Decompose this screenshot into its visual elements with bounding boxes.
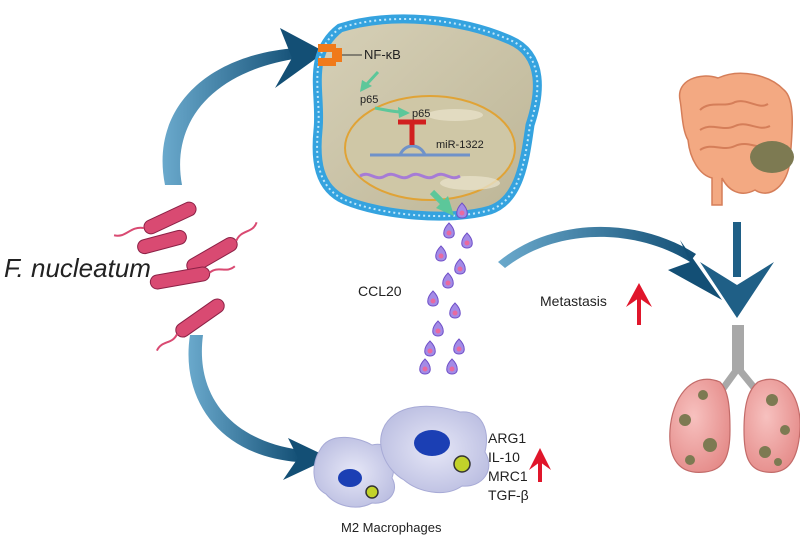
up-arrow-markers [529, 448, 551, 482]
inhibition-symbol [398, 119, 426, 145]
metastasis-label: Metastasis [540, 293, 607, 309]
p65-cytoplasm-label: p65 [360, 94, 378, 106]
secretion-arrow [429, 189, 454, 216]
marker-item: MRC1 [488, 468, 528, 484]
nfkb-label: NF-κB [364, 47, 401, 62]
mirna-label: miR-1322 [436, 139, 484, 151]
macrophage-icon [313, 405, 490, 508]
lung-icon [669, 325, 800, 473]
marker-item: TGF-β [488, 487, 529, 503]
up-arrow-metastasis [626, 283, 652, 325]
p65-nucleus-label: p65 [412, 108, 430, 120]
signal-arrow-p65-nucleus [374, 106, 410, 118]
curved-arrow-metastasis [498, 226, 722, 300]
bacteria-icon [113, 201, 258, 352]
curved-arrow-to-cell [162, 28, 325, 185]
bacterium-label: F. nucleatum [4, 253, 151, 283]
macrophages-label: M2 Macrophages [341, 520, 442, 535]
curved-arrow-to-macrophages [188, 335, 330, 480]
marker-item: IL-10 [488, 449, 520, 465]
tumor-cell: NF-κB p65 p65 miR-1322 [312, 14, 542, 221]
marker-item: ARG1 [488, 430, 526, 446]
ccl20-droplets [419, 202, 473, 375]
colon-icon [678, 72, 794, 206]
receptor-icon [318, 44, 342, 66]
signal-arrow-nfkb-p65 [360, 70, 380, 92]
down-arrow-colon-to-lung [700, 222, 774, 318]
ccl20-label: CCL20 [358, 283, 402, 299]
dna-strand [359, 144, 470, 180]
